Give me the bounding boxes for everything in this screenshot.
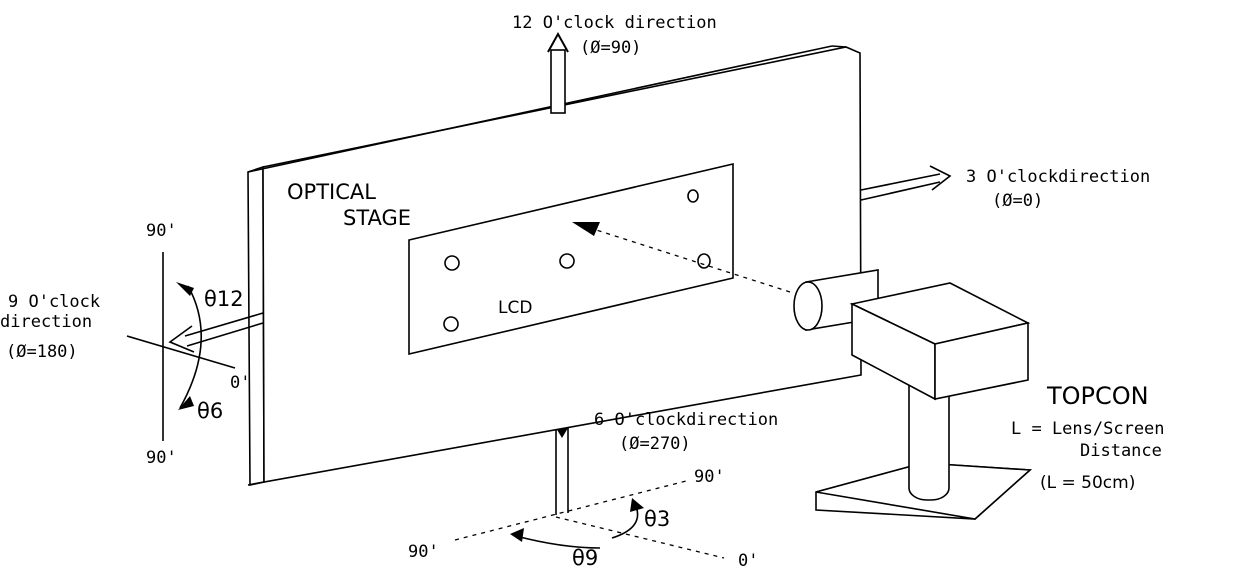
three-oclock-arrow [860,165,952,201]
nine-oclock-label-line1: 9 O'clock [8,292,100,312]
left-scale-zero: 0' [230,373,250,393]
phi-270-label: (Ø=270) [619,434,691,454]
topcon-instrument [793,269,1032,520]
bottom-angle-scale [454,479,725,559]
phi-90-label: (Ø=90) [580,38,641,58]
topcon-label: TOPCON [1046,382,1149,410]
theta-3-label: θ3 [644,507,670,531]
phi-180-label: (Ø=180) [6,342,78,362]
twelve-oclock-shaft [547,31,569,114]
theta-9-label: θ9 [572,546,598,569]
theta-6-label: θ6 [197,399,223,423]
phi-0-label: (Ø=0) [992,191,1043,211]
lens-distance-label-line1: L = Lens/Screen [1011,419,1165,439]
bottom-scale-zero: 0' [738,551,758,569]
optical-stage-label-line1: OPTICAL [287,180,376,204]
left-scale-bottom-90: 90' [146,448,177,468]
left-scale-top-90: 90' [146,221,177,241]
lcd-label: LCD [498,298,532,318]
left-angle-scale [126,252,236,441]
bottom-scale-left-90: 90' [408,542,439,562]
lens-distance-label-line2: Distance [1080,441,1162,461]
bottom-scale-right-90: 90' [694,467,725,487]
lens-distance-value: (L = 50cm) [1040,473,1135,493]
six-oclock-label: 6 O'clockdirection [594,410,778,430]
nine-oclock-label-line2: direction [0,312,92,332]
lcd-screen [408,162,791,356]
three-oclock-label: 3 O'clockdirection [966,167,1150,187]
optical-stage-label-line2: STAGE [343,206,411,230]
nine-oclock-arrow [168,312,264,353]
theta-12-label: θ12 [204,287,244,311]
twelve-oclock-label: 12 O'clock direction [512,13,717,33]
